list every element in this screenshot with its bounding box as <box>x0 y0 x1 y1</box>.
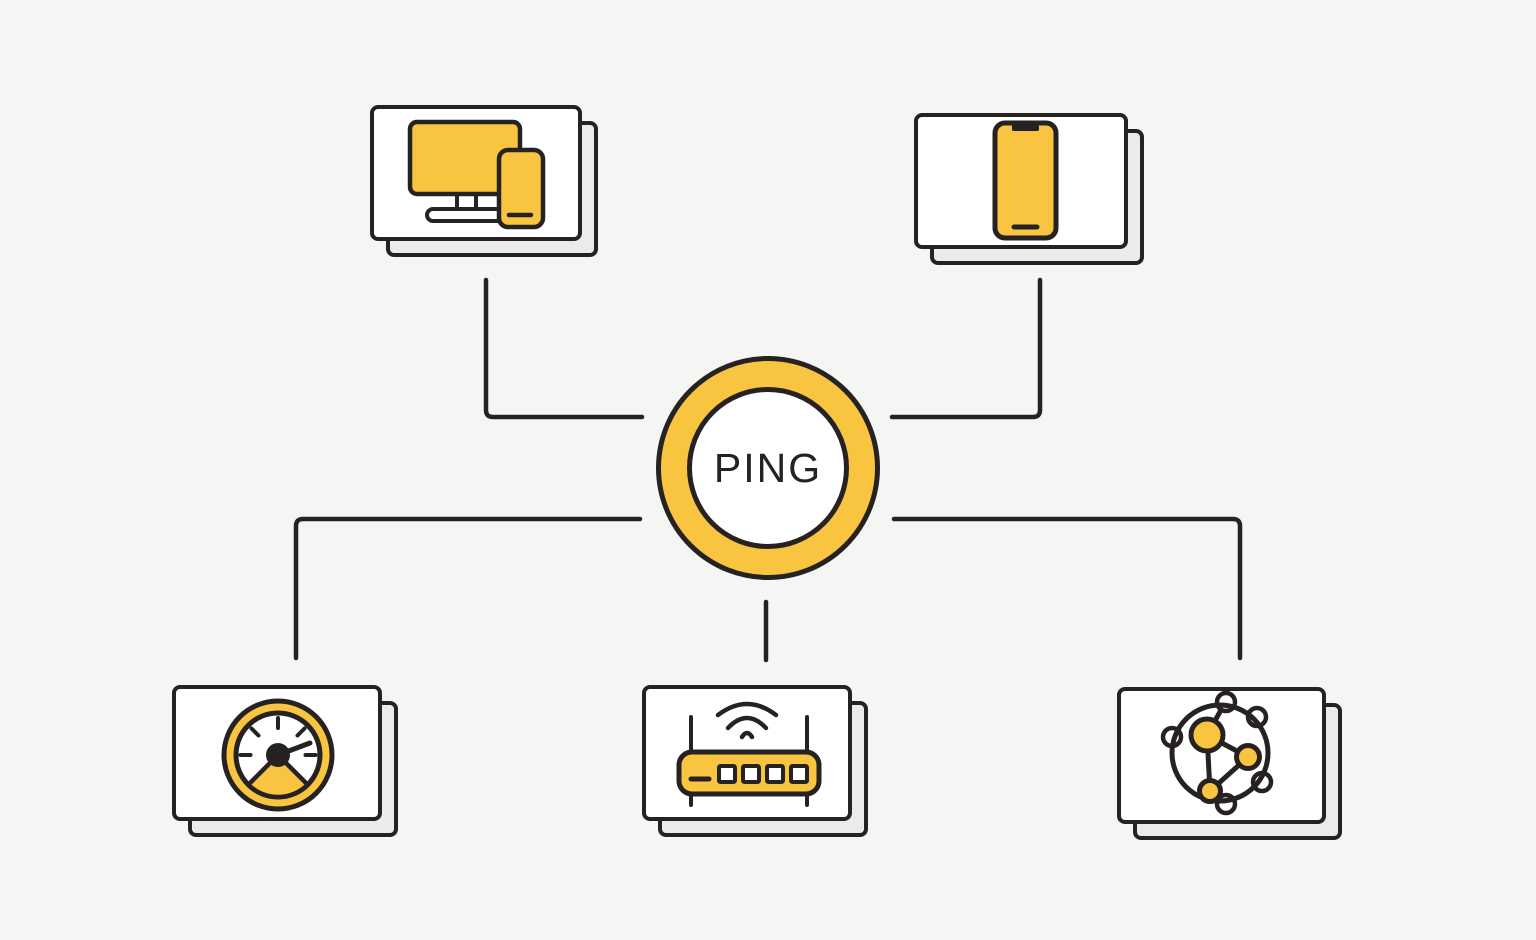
card-smartphone <box>914 113 1144 265</box>
card-face <box>370 105 582 241</box>
connector-smartphone-to-hub <box>889 277 1043 420</box>
phone-body <box>496 147 546 230</box>
wifi-signal-icon <box>715 701 779 740</box>
connector-hub-to-network <box>891 516 1243 661</box>
router-ports <box>717 764 809 784</box>
gauge-center-dot <box>266 743 290 767</box>
desktop-and-phone-icon <box>407 119 546 230</box>
wifi-router-icon <box>676 701 822 807</box>
ping-hub-face: PING <box>687 387 849 549</box>
network-nodes <box>1188 716 1262 804</box>
monitor-stand-base <box>425 207 505 223</box>
card-speed <box>172 685 398 837</box>
connector-hub-to-speed <box>293 516 643 661</box>
card-network <box>1117 687 1342 840</box>
connector-devices-to-hub <box>483 277 645 420</box>
phone-notch <box>1012 125 1039 131</box>
gauge-wedge <box>246 752 310 800</box>
card-devices <box>370 105 598 257</box>
network-globe-icon <box>1160 691 1274 816</box>
ping-hub-ring: PING <box>656 356 880 580</box>
ping-hub-label: PING <box>713 444 823 491</box>
speedometer-icon <box>221 698 335 812</box>
card-face <box>642 685 852 821</box>
card-router <box>642 685 868 837</box>
orbit-bumps <box>1160 691 1274 816</box>
card-face <box>172 685 382 821</box>
card-face <box>1117 687 1326 824</box>
phone-body <box>992 120 1059 241</box>
card-face <box>914 113 1128 249</box>
smartphone-icon <box>992 120 1059 241</box>
globe-circle <box>1169 702 1271 804</box>
gauge-ticks <box>238 716 318 757</box>
